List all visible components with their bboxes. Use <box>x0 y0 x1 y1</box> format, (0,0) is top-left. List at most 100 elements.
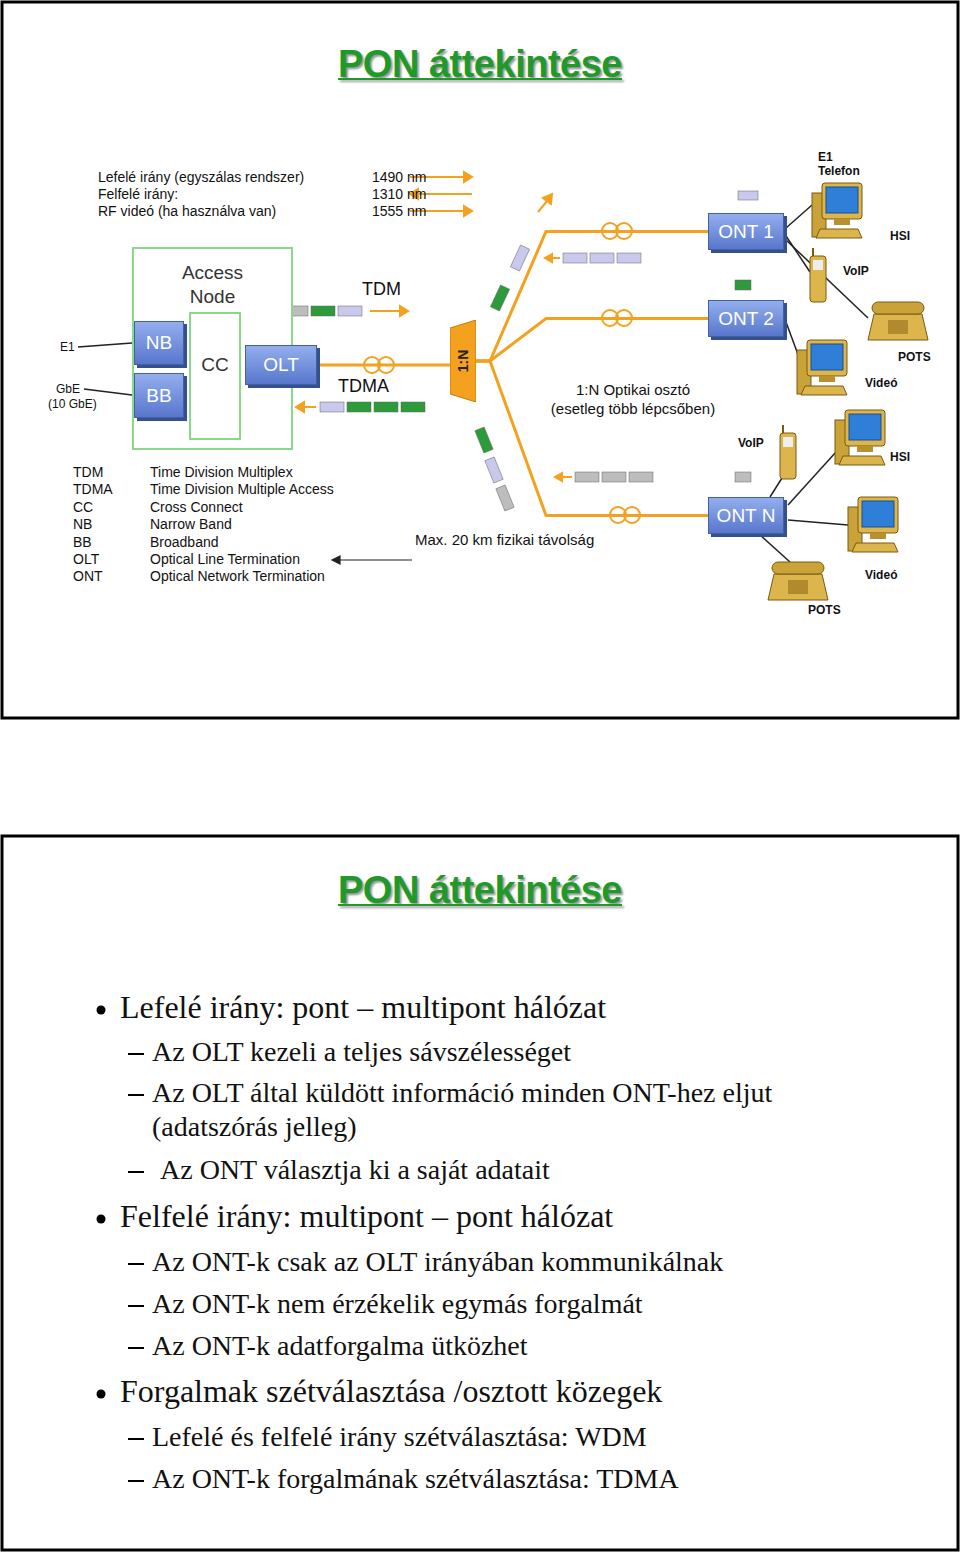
abbreviation-text: Narrow Band <box>150 516 232 533</box>
legend-arrow <box>340 559 412 560</box>
computer-icon <box>812 183 862 238</box>
abbreviation-text: Optical Line Termination <box>150 551 300 568</box>
data-packet <box>284 191 758 511</box>
ont-box: ONT N <box>708 497 784 534</box>
service-label: Videó <box>865 568 897 582</box>
feed-line <box>78 343 132 395</box>
ont-box: ONT 2 <box>708 300 784 337</box>
bullet-text: Az ONT-k adatforgalma ütközhet <box>152 1329 528 1363</box>
diagram-label: Felfelé irány: <box>98 186 178 203</box>
phone-icon <box>868 302 928 340</box>
bullet-text: Az ONT-k csak az OLT irányában kommuniká… <box>152 1245 723 1279</box>
bullet-text: Az ONT-k forgalmának szétválasztása: TDM… <box>152 1462 679 1496</box>
bullet-marker <box>97 1006 106 1015</box>
dash-marker <box>128 1171 144 1173</box>
abbreviation-text: Broadband <box>150 534 219 551</box>
fiber-coil <box>364 223 640 523</box>
dash-marker <box>128 1305 144 1307</box>
phone-icon <box>768 562 828 600</box>
abbreviation-text: TDMA <box>73 481 113 498</box>
data-packet <box>738 191 758 200</box>
node-label: 1:N <box>455 350 471 373</box>
bullet-marker <box>97 1215 106 1224</box>
data-packet <box>602 472 626 482</box>
access-node-box: Access NodeNBBBCCOLT <box>132 247 293 450</box>
nb-box: NB <box>134 321 184 365</box>
node-label: NB <box>146 332 172 354</box>
computer-icon <box>848 497 898 552</box>
diagram-label: TDMA <box>338 376 389 398</box>
bullet-marker <box>97 1390 106 1399</box>
ont-box: ONT 1 <box>708 213 784 250</box>
abbreviation-text: NB <box>73 516 92 533</box>
diagram-label: Max. 20 km fizikai távolság <box>415 531 594 549</box>
wavelength-arrow <box>464 206 472 216</box>
abbreviation-text: Time Division Multiple Access <box>150 481 334 498</box>
service-label: POTS <box>808 603 841 617</box>
data-packet <box>496 485 514 511</box>
feed-line <box>78 343 132 347</box>
direction-arrow <box>296 402 304 412</box>
bullet-text: Az ONT-k nem érzékelik egymás forgalmát <box>152 1287 643 1321</box>
direction-arrow <box>555 473 562 481</box>
node-label: ONT N <box>717 505 776 527</box>
node-label: CC <box>201 354 228 376</box>
diagram-label: 1310 nm <box>372 186 426 203</box>
node-label: ONT 2 <box>718 308 774 330</box>
splitter-shape <box>450 320 476 402</box>
service-label: Videó <box>865 376 897 390</box>
slide-title: PON áttekintése <box>338 868 622 914</box>
node-label: OLT <box>263 354 299 376</box>
cross-connect-box: CC <box>189 312 241 440</box>
data-packet <box>374 402 398 412</box>
data-packet <box>347 402 371 412</box>
bullet-marker <box>97 1006 106 1399</box>
diagram-label: GbE <box>56 382 80 396</box>
bullet-text: Az OLT kezeli a teljes sávszélességet <box>152 1035 571 1069</box>
node-label: BB <box>146 385 171 407</box>
direction-arrow <box>562 476 572 478</box>
dash-marker <box>128 1480 144 1482</box>
data-packet <box>401 402 425 412</box>
bb-box: BB <box>134 373 184 418</box>
computer-icon <box>797 340 847 395</box>
data-packet <box>320 402 344 412</box>
abbreviation-text: OLT <box>73 551 99 568</box>
data-packet <box>475 427 493 453</box>
device-line <box>786 205 812 228</box>
slide-title: PON áttekintése <box>338 42 622 88</box>
service-label: VoIP <box>738 436 764 450</box>
olt-box: OLT <box>245 345 317 385</box>
diagram-label: RF videó (ha használva van) <box>98 203 276 220</box>
slide-border <box>2 836 958 1550</box>
direction-arrow <box>296 194 572 481</box>
direction-arrow <box>400 306 408 316</box>
diagram-label: E1 <box>60 340 75 354</box>
dash-marker <box>128 1053 144 1055</box>
data-packet <box>575 472 599 482</box>
service-label: POTS <box>898 350 931 364</box>
service-label: HSI <box>890 450 910 464</box>
diagram-label: (10 GbE) <box>48 397 97 411</box>
fiber-link <box>317 364 450 367</box>
device-line <box>786 240 868 318</box>
feed-line <box>84 389 132 395</box>
data-packet <box>510 245 529 271</box>
data-packet <box>485 457 503 483</box>
direction-arrow <box>370 310 400 312</box>
service-label: E1 <box>818 150 833 164</box>
abbreviation-text: Cross Connect <box>150 499 243 516</box>
diagram-label: 1555 nm <box>372 203 426 220</box>
data-packet <box>735 472 751 482</box>
bullet-text: Lefelé és felfelé irány szétválasztása: … <box>152 1420 647 1454</box>
abbreviation-text: ONT <box>73 568 103 585</box>
device-line <box>786 236 810 272</box>
mobile-icon <box>780 425 796 479</box>
fiber-link <box>476 232 708 362</box>
legend-arrow <box>332 556 340 564</box>
abbreviation-text: Optical Network Termination <box>150 568 325 585</box>
fiber-link <box>476 361 708 516</box>
data-packet <box>617 253 641 263</box>
